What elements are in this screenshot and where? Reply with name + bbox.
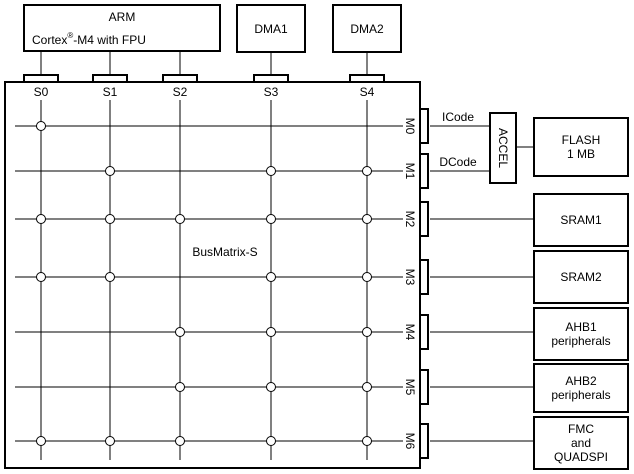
master-port-label-m4: M4 <box>403 324 417 341</box>
connection-node-m4-s4 <box>362 327 372 337</box>
slave-port-label-s2: S2 <box>173 85 188 99</box>
master-port-label-m6: M6 <box>403 433 417 450</box>
sram1-label-line: SRAM1 <box>560 213 602 227</box>
master-port-m0 <box>419 108 429 144</box>
connection-node-m4-s2 <box>175 327 185 337</box>
arm-cortex-m4-block: ARM Cortex®-M4 with FPU <box>23 4 221 52</box>
connection-node-m3-s0 <box>36 272 46 282</box>
dma1-block: DMA1 <box>236 4 306 53</box>
ahb2-label-line: peripherals <box>551 388 610 402</box>
sram1-block: SRAM1 <box>533 193 629 247</box>
ahb1-label-line: AHB1 <box>565 320 597 334</box>
slave-port-s3 <box>253 74 289 83</box>
connection-node-m3-s3 <box>266 272 276 282</box>
connection-node-m3-s4 <box>362 272 372 282</box>
connection-node-m2-s1 <box>105 214 115 224</box>
connection-node-m5-s4 <box>362 382 372 392</box>
master-port-label-m0: M0 <box>403 118 417 135</box>
slave-port-s0 <box>23 74 59 83</box>
target-links <box>430 125 534 442</box>
master-port-m3 <box>419 259 429 295</box>
connection-node-m2-s3 <box>266 214 276 224</box>
connection-node-m6-s4 <box>362 436 372 446</box>
connection-node-m1-s4 <box>362 166 372 176</box>
slave-port-s4 <box>349 74 385 83</box>
dma2-block: DMA2 <box>332 4 402 53</box>
icode-label: ICode <box>442 110 474 124</box>
slave-port-label-s1: S1 <box>103 85 118 99</box>
slave-port-label-s4: S4 <box>360 85 375 99</box>
bus-matrix-label: BusMatrix-S <box>192 245 257 259</box>
connection-node-m6-s0 <box>36 436 46 446</box>
connection-node-m5-s2 <box>175 382 185 392</box>
slave-port-s2 <box>162 74 198 83</box>
master-port-m4 <box>419 314 429 350</box>
master-port-label-m2: M2 <box>403 211 417 228</box>
arm-label: ARM <box>109 10 136 24</box>
slave-port-s1 <box>92 74 128 83</box>
master-port-m6 <box>419 423 429 459</box>
connection-node-m6-s3 <box>266 436 276 446</box>
fmc-label-line: and <box>571 436 591 450</box>
accel-label: ACCEL <box>496 128 510 168</box>
connection-node-m5-s3 <box>266 382 276 392</box>
connection-node-m2-s4 <box>362 214 372 224</box>
fmc-label-line: QUADSPI <box>554 450 608 464</box>
dcode-label: DCode <box>439 155 477 169</box>
master-port-m5 <box>419 369 429 405</box>
dma1-label: DMA1 <box>254 22 288 36</box>
connection-node-m6-s1 <box>105 436 115 446</box>
master-port-m2 <box>419 201 429 237</box>
connection-node-m0-s0 <box>36 121 46 131</box>
master-port-m1 <box>419 153 429 189</box>
master-port-label-m1: M1 <box>403 163 417 180</box>
connection-node-m6-s2 <box>175 436 185 446</box>
connection-node-m4-s3 <box>266 327 276 337</box>
connection-node-m3-s1 <box>105 272 115 282</box>
connection-node-m2-s0 <box>36 214 46 224</box>
flash-label-line: FLASH <box>562 133 601 147</box>
bus-matrix-box <box>4 81 421 469</box>
connection-node-m1-s3 <box>266 166 276 176</box>
dma2-label: DMA2 <box>350 22 384 36</box>
ahb1-label-line: peripherals <box>551 334 610 348</box>
connection-node-m1-s1 <box>105 166 115 176</box>
slave-port-label-s0: S0 <box>34 85 49 99</box>
master-links <box>40 51 368 75</box>
flash-label-line: 1 MB <box>567 147 595 161</box>
ahb2-label-line: AHB2 <box>565 374 597 388</box>
sram2-label-line: SRAM2 <box>560 270 602 284</box>
sram2-block: SRAM2 <box>533 250 629 304</box>
slave-port-label-s3: S3 <box>264 85 279 99</box>
master-port-label-m5: M5 <box>403 379 417 396</box>
master-port-label-m3: M3 <box>403 269 417 286</box>
fmc-label-line: FMC <box>568 422 594 436</box>
accel-block: ACCEL <box>489 112 517 184</box>
cortex-label: Cortex®-M4 with FPU <box>32 31 146 47</box>
connection-node-m2-s2 <box>175 214 185 224</box>
